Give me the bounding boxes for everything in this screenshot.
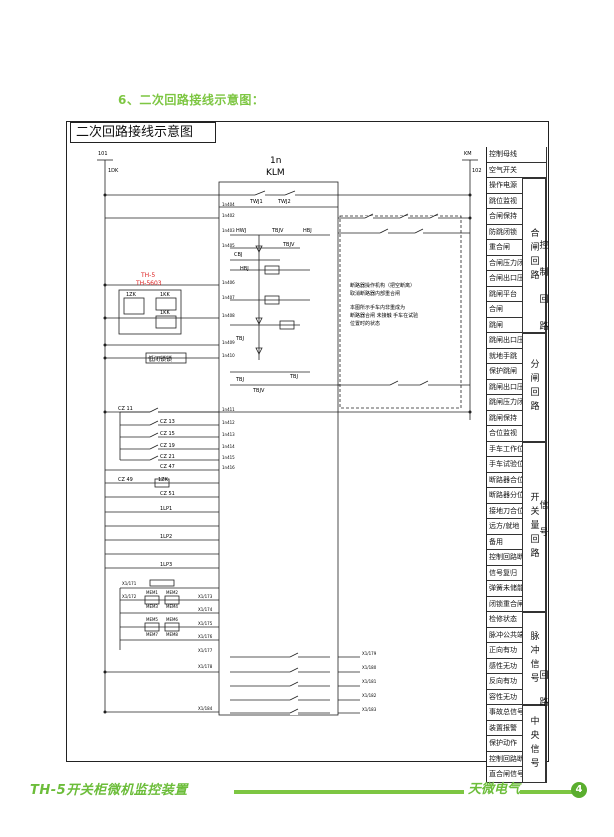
left-bus-label: 1DK [108,168,119,174]
pulse-meter-label: MEM8 [166,632,178,637]
footer-product: TH-5开关柜微机监控装置 [30,783,188,798]
circuit-row-label: 1LP2 [160,534,172,540]
circuit-row-label: CZ 47 [160,464,175,470]
legend-group: 中央信号 [522,705,546,783]
terminal-label: 1n405 [222,243,235,248]
circuit-row-label: CZ 11 [118,406,133,412]
terminal-label: 1n408 [222,313,235,318]
right-bus-top: KM [464,151,472,157]
legend-group: 脉冲信号 [522,612,546,705]
diagram-title: 二次回路接线示意图 [70,122,216,143]
terminal-label: 1n403 [222,228,235,233]
circuit-row-label: CZ 21 [160,454,175,460]
control-contact-label: HBJ [303,228,312,234]
terminal-label: 1n402 [222,213,235,218]
terminal-label: 1n414 [222,444,235,449]
pulse-meter-label: MEM4 [166,604,178,609]
x-terminal-label: X1/179 [362,651,377,656]
right-bus-label: 102 [472,168,482,174]
terminal-label: 1n411 [222,407,235,412]
legend-row: 控制母线 [487,147,547,163]
circuit-row-label: CZ 19 [160,443,175,449]
control-contact-label: TWJ2 [277,199,291,205]
x-terminal-label: X1/177 [198,648,213,653]
x-terminal-label: X1/183 [362,707,377,712]
control-contact-label: 1KK [160,310,170,316]
left-bus-top: 101 [98,151,108,157]
diagram-frame [66,121,549,762]
lock-label: 低闭锁锁 [148,355,172,363]
legend-group-outer: 回路 [537,670,548,725]
circuit-row-label: 1LP3 [160,562,172,568]
circuit-row-label: CZ 51 [160,491,175,497]
breaker-note-line: 断路器合闸 未接触 手车在试验 [350,312,418,319]
control-contact-label: TBJ [235,377,244,383]
terminal-label: 1n406 [222,280,235,285]
footer-brand: 天微电气 [468,782,521,797]
terminal-label: 1n410 [222,353,235,358]
terminal-label: 1n415 [222,455,235,460]
page-number: 4 [571,782,587,798]
terminal-label: 1n413 [222,432,235,437]
relay-label-1: TH-5 [140,272,155,279]
device-name: 1n [270,156,281,166]
pulse-meter-label: MEM5 [146,617,158,622]
pulse-meter-label: MEM2 [166,590,178,595]
x-terminal-label: X1/181 [362,679,377,684]
breaker-note-line: 位置时的状态 [350,320,380,327]
pulse-meter-label: MEM1 [146,590,158,595]
control-contact-label: CBJ [234,252,242,258]
circuit-row-label: CZ 49 [118,477,133,483]
x-terminal-label: X1/184 [198,706,213,711]
legend-group: 开关量回路 [522,441,546,612]
x-terminal-label: X1/178 [198,664,213,669]
legend-group: 分闸回路 [522,333,546,442]
pulse-meter-label: MEM6 [166,617,178,622]
breaker-note-line: 本图所示手车内非重成为 [350,304,405,311]
control-contact-label: HBJ [240,266,249,272]
x-terminal-label: X1/171 [122,581,137,586]
legend-group-outer: 控制回路 [537,240,548,349]
section-heading: 6、二次回路接线示意图： [118,93,265,107]
control-contact-label: HWJ [236,228,246,234]
control-contact-label: TBJV [271,228,284,234]
terminal-label: 1n409 [222,340,235,345]
control-contact-label: TBJV [282,242,295,248]
breaker-note-line: 断路器操作机构（把空断离） [350,282,415,289]
breaker-note-line: 取消断路器内部重合闸 [350,290,400,297]
pulse-meter-label: MEM3 [146,604,158,609]
x-terminal-label: X1/172 [122,594,137,599]
relay-label-2: TH-5603 [135,280,162,287]
control-contact-label: 1ZK [126,292,137,298]
control-contact-label: TBJV [252,388,265,394]
circuit-row-label: CZ 15 [160,431,175,437]
circuit-row-label: 1ZK [158,477,169,483]
pulse-meter-label: MEM7 [146,632,158,637]
terminal-label: 1n416 [222,465,235,470]
terminal-label: 1n412 [222,420,235,425]
footer-rule-right [520,790,572,794]
terminal-label: 1n407 [222,295,235,300]
legend-row: 空气开关 [487,162,547,178]
device-model: KLM [266,168,285,178]
circuit-row-label: CZ 13 [160,419,175,425]
control-contact-label: TWJ1 [249,199,263,205]
control-contact-label: TBJ [235,336,244,342]
x-terminal-label: X1/173 [198,594,213,599]
x-terminal-label: X1/175 [198,621,213,626]
control-contact-label: 1KK [160,292,170,298]
x-terminal-label: X1/182 [362,693,377,698]
footer-rule [234,790,464,794]
legend-group: 合闸回路 [522,178,546,333]
x-terminal-label: X1/176 [198,634,213,639]
circuit-row-label: 1LP1 [160,506,172,512]
terminal-label: 1n404 [222,202,235,207]
control-contact-label: TBJ [289,374,298,380]
x-terminal-label: X1/174 [198,607,213,612]
x-terminal-label: X1/180 [362,665,377,670]
legend-group-outer: 信号 [537,499,548,554]
